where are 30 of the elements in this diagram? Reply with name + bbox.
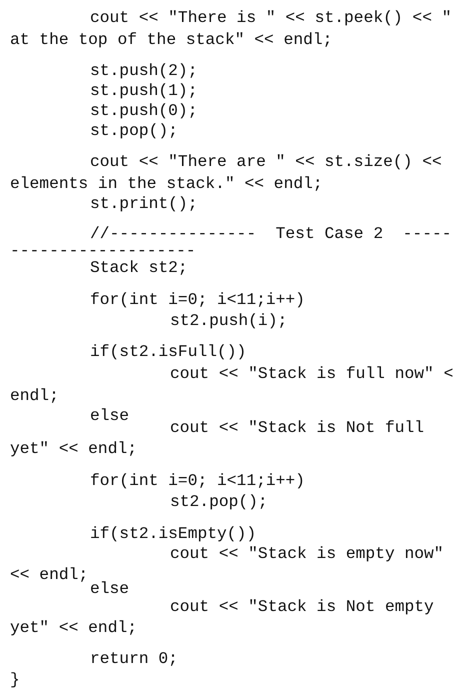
code-line: at the top of the stack" << endl;	[10, 31, 332, 49]
code-line: }	[10, 671, 20, 689]
code-line: -------------------	[10, 242, 196, 260]
code-line: for(int i=0; i<11;i++)	[90, 291, 305, 309]
code-line: st.push(0);	[90, 102, 198, 120]
code-line: st.pop();	[90, 122, 178, 140]
code-line: yet" << endl;	[10, 619, 138, 637]
code-line: cout << "Stack is full now" <	[170, 365, 454, 383]
code-line: if(st2.isFull())	[90, 343, 246, 361]
code-line: Stack st2;	[90, 259, 188, 277]
code-line: cout << "Stack is empty now"	[170, 545, 444, 563]
code-line: for(int i=0; i<11;i++)	[90, 472, 305, 490]
code-line: else	[90, 580, 130, 598]
code-line: endl;	[10, 387, 59, 405]
code-line: yet" << endl;	[10, 440, 138, 458]
code-line: st2.push(i);	[170, 312, 288, 330]
code-line: if(st2.isEmpty())	[90, 525, 256, 543]
code-line: cout << "Stack is Not empty	[170, 598, 434, 616]
code-line: //--------------- Test Case 2 -----	[90, 225, 452, 243]
code-line: st2.pop();	[170, 493, 268, 511]
code-line: st.push(2);	[90, 62, 198, 80]
code-line: else	[90, 407, 130, 425]
code-line: st.print();	[90, 195, 198, 213]
code-line: elements in the stack." << endl;	[10, 175, 323, 193]
code-line: cout << "There is " << st.peek() << "	[90, 9, 452, 27]
code-line: << endl;	[10, 566, 88, 584]
code-line: cout << "Stack is Not full	[170, 419, 424, 437]
code-line: return 0;	[90, 650, 178, 668]
code-line: st.push(1);	[90, 82, 198, 100]
code-line: cout << "There are " << st.size() <<	[90, 153, 442, 171]
